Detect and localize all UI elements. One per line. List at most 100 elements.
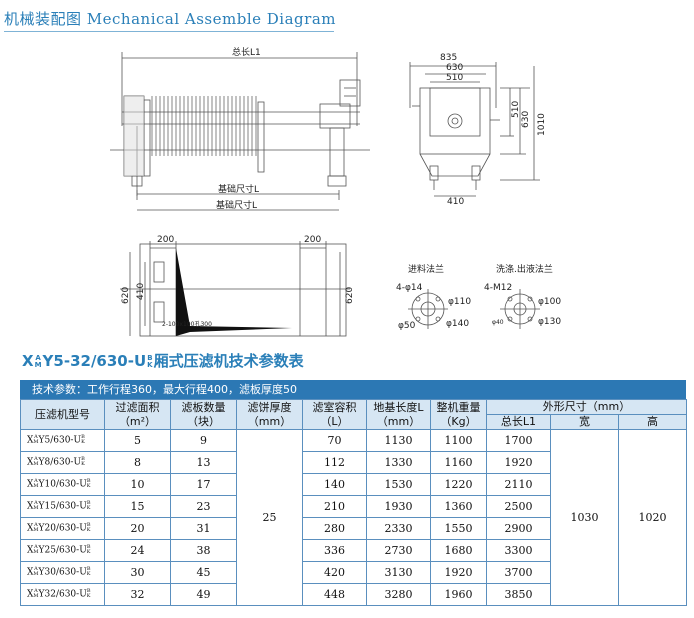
cell-weight: 1920 [430,561,487,584]
cell-foundation: 3280 [366,583,431,606]
col-weight: 整机重量（Kg） [430,399,487,430]
cell-length: 3300 [486,539,551,562]
spec-table: 压滤机型号 过滤面积（m²） 滤板数量（块） 滤饼厚度（mm） 滤室容积（L） … [20,399,688,606]
inlet-d3: φ140 [446,319,469,329]
cell-cake: 25 [236,429,303,606]
cell-foundation: 2730 [366,539,431,562]
dim-510-side: 510 [511,101,521,118]
washing-d3: φ130 [538,317,561,327]
foundation-label-2: 基础尺寸L [216,199,257,211]
cell-foundation: 1530 [366,473,431,496]
cell-area: 32 [104,583,171,606]
col-outer: 外形尺寸（mm） [485,399,688,415]
dim-1010-side: 1010 [537,113,547,136]
dim-200-left: 200 [157,235,174,245]
cell-foundation: 1330 [366,451,431,474]
foundation-plan [120,241,350,337]
inlet-flange-title: 进料法兰 [408,263,444,275]
foundation-label-1: 基础尺寸L [218,183,259,195]
inlet-flange [408,289,448,329]
cell-chamber: 210 [302,495,367,518]
cell-weight: 1160 [430,451,487,474]
col-length: 总长L1 [486,414,551,430]
washing-flange-title: 洗涤.出液法兰 [496,263,553,275]
cell-plates: 31 [170,517,237,540]
washing-flange [500,289,540,329]
washing-d2: φ40 [492,319,504,326]
side-view [409,62,540,197]
cell-area: 15 [104,495,171,518]
mechanical-drawing: 总长L1 基础尺寸L 基础尺寸L 835 630 510 410 200 200… [110,46,561,337]
cell-weight: 1100 [430,429,487,452]
dim-410: 410 [447,197,464,207]
cell-length: 2900 [486,517,551,540]
cell-weight: 1680 [430,539,487,562]
col-plates: 滤板数量（块） [170,399,237,430]
cell-weight: 1550 [430,517,487,540]
technical-params-bar: 技术参数：工作行程360，最大行程400，滤板厚度50 [20,380,686,399]
washing-d1: φ100 [538,297,561,307]
cell-chamber: 448 [302,583,367,606]
cell-weight: 1960 [430,583,487,606]
cell-area: 20 [104,517,171,540]
cell-plates: 13 [170,451,237,474]
foundation-hatch [176,248,292,336]
dim-630-side: 630 [521,111,531,128]
inlet-holes: 4-φ14 [396,283,423,293]
foundation-hole-note: 2-100x100孔300 [162,320,212,328]
cell-plates: 45 [170,561,237,584]
cell-area: 8 [104,451,171,474]
dim-630-top: 630 [446,63,463,73]
cell-length: 3700 [486,561,551,584]
cell-foundation: 1130 [366,429,431,452]
cell-plates: 49 [170,583,237,606]
cell-chamber: 140 [302,473,367,496]
cell-length: 2500 [486,495,551,518]
col-model: 压滤机型号 [20,399,105,430]
cell-plates: 38 [170,539,237,562]
dim-410-left: 410 [136,283,146,300]
cell-area: 30 [104,561,171,584]
cell-plates: 23 [170,495,237,518]
col-height: 高 [617,414,688,430]
dim-620-right: 620 [345,287,355,304]
cell-area: 10 [104,473,171,496]
cell-weight: 1220 [430,473,487,496]
dim-835: 835 [440,53,457,63]
cell-chamber: 280 [302,517,367,540]
title-en: Mechanical Assemble Diagram [86,10,336,28]
inlet-d1: φ110 [448,297,471,307]
cell-width: 1030 [550,429,619,606]
cell-chamber: 336 [302,539,367,562]
cell-area: 24 [104,539,171,562]
cell-foundation: 3130 [366,561,431,584]
cell-chamber: 70 [302,429,367,452]
cell-length: 3850 [486,583,551,606]
front-view [110,52,370,211]
col-area: 过滤面积（m²） [104,399,171,430]
dim-510-top: 510 [446,73,463,83]
front-plate-shade [124,96,144,176]
total-length-label: 总长L1 [232,46,261,58]
inlet-d2: φ50 [398,321,416,331]
cell-chamber: 112 [302,451,367,474]
cell-foundation: 1930 [366,495,431,518]
title-cn: 机械装配图 [4,10,82,28]
title-rule [4,31,334,32]
col-cake: 滤饼厚度（mm） [236,399,303,430]
page-title: 机械装配图 Mechanical Assemble Diagram [4,8,336,29]
cell-length: 2110 [486,473,551,496]
